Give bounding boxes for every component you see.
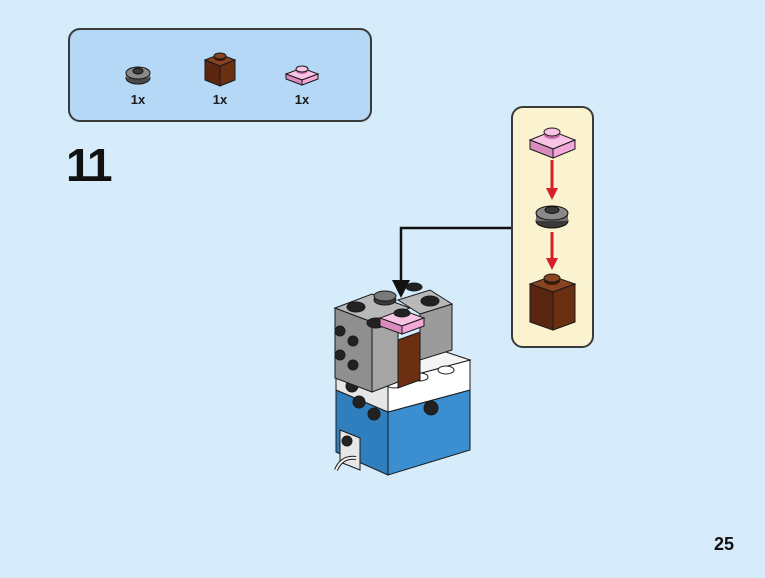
callout-pink-plate — [528, 127, 577, 159]
part-qty: 1x — [130, 92, 146, 107]
part-pink-plate: 1x — [272, 60, 332, 107]
connector-line — [399, 226, 511, 285]
placement-arrow-icon — [392, 280, 410, 298]
brick-icon — [203, 52, 237, 87]
red-arrow-icon — [546, 188, 558, 200]
step-number: 11 — [66, 139, 113, 191]
pink-plate-icon — [284, 65, 320, 86]
callout-brown-brick — [528, 273, 577, 331]
part-qty: 1x — [212, 92, 228, 107]
part-dark-gray-round-plate: 1x — [108, 62, 168, 107]
round-plate-icon — [125, 66, 151, 85]
red-arrow-icon — [546, 258, 558, 270]
callout-round-plate — [535, 205, 569, 229]
main-model — [333, 282, 472, 476]
part-reddish-brown-brick: 1x — [190, 48, 250, 107]
page-number: 25 — [714, 534, 735, 554]
parts-list-box: 1x 1x 1x — [68, 28, 372, 122]
part-qty: 1x — [294, 92, 310, 107]
